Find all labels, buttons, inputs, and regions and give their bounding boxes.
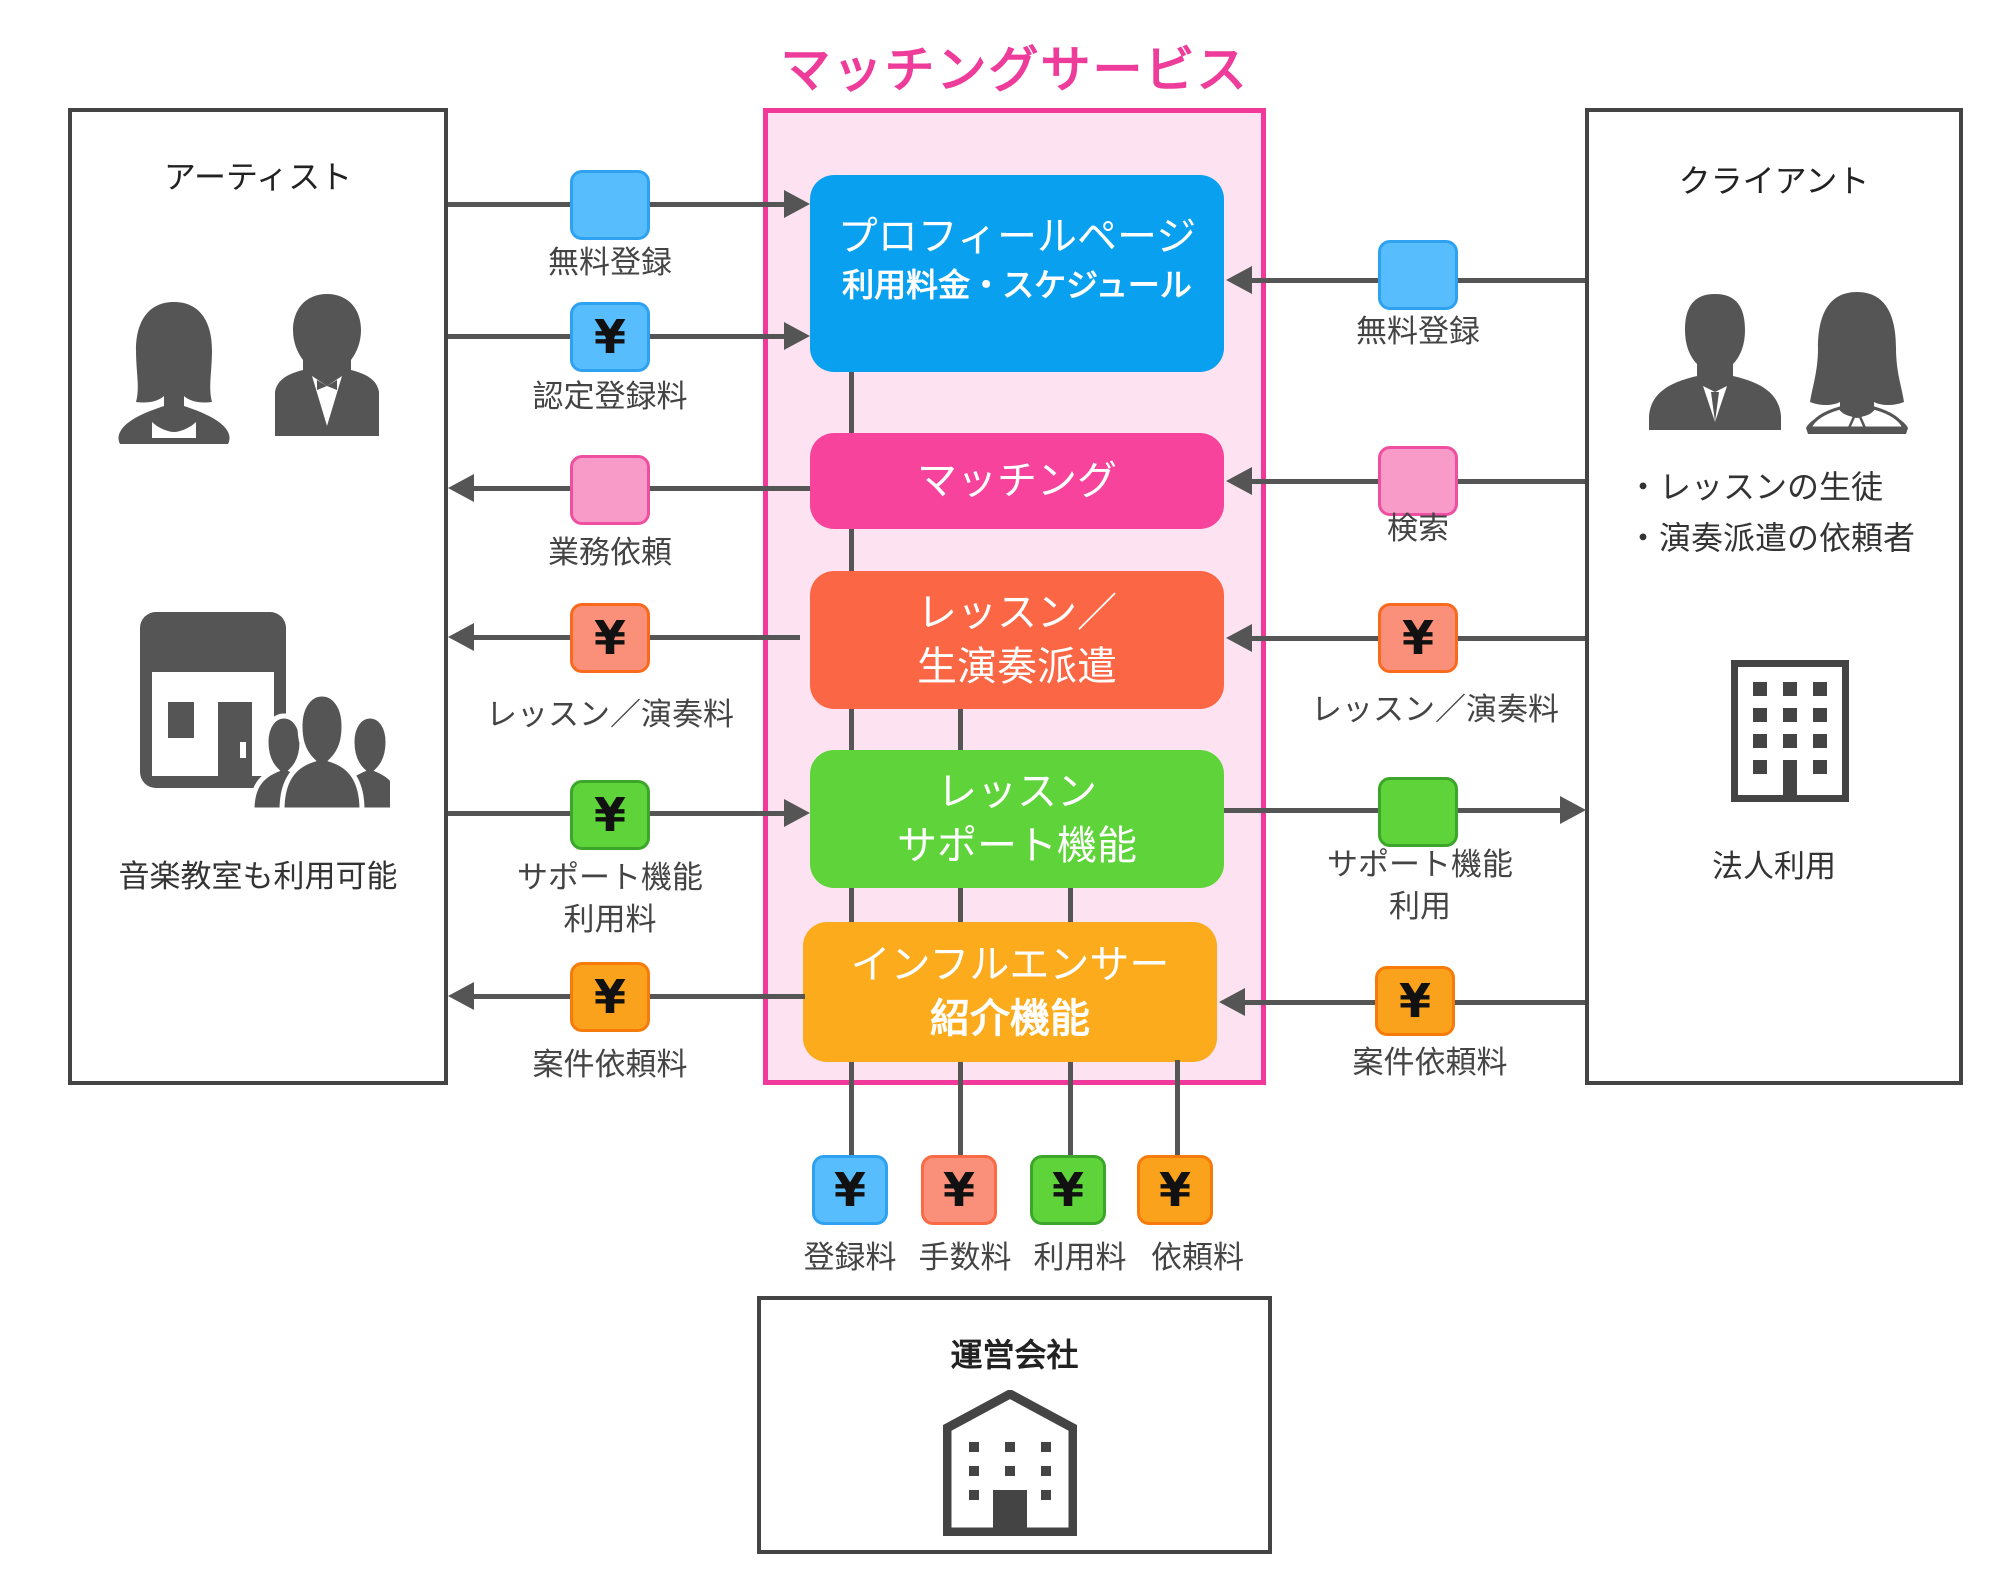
free-registration-chip: [570, 170, 650, 240]
arrow-left-icon: [1219, 988, 1245, 1016]
arrow-left-icon: [448, 982, 474, 1010]
influencer-line: 紹介機能: [930, 996, 1090, 1042]
lesson-support-line: サポート機能: [897, 823, 1137, 869]
lesson-dispatch-line: レッスン／: [917, 590, 1117, 636]
artist-heading: アーティスト: [163, 158, 353, 196]
flow-label: レッスン／演奏料: [486, 697, 734, 733]
lesson-dispatch-block[interactable]: レッスン／ 生演奏派遣: [810, 571, 1224, 709]
influencer-block[interactable]: インフルエンサー 紹介機能: [803, 922, 1217, 1062]
flow-label-line: 利用料: [563, 901, 657, 938]
revenue-label: 登録料: [803, 1240, 897, 1276]
music-school-icon: [140, 612, 390, 812]
lesson-dispatch-line: 生演奏派遣: [917, 644, 1117, 690]
yen-icon: ¥: [593, 788, 626, 842]
arrow-right-icon: [1560, 796, 1586, 824]
arrow-left-icon: [448, 623, 474, 651]
client-bullet: ・レッスンの生徒: [1627, 468, 1884, 506]
revenue-line: [1068, 1080, 1073, 1170]
arrow-right-icon: [784, 799, 810, 827]
lesson-support-block[interactable]: レッスン サポート機能: [810, 750, 1224, 888]
matching-block[interactable]: マッチング: [810, 433, 1224, 529]
operator-heading: 運営会社: [950, 1336, 1079, 1374]
client-heading: クライアント: [1678, 162, 1870, 200]
revenue-label: 利用料: [1033, 1240, 1127, 1276]
revenue-label: 依頼料: [1151, 1240, 1244, 1276]
flow-label-line: サポート機能: [517, 860, 703, 896]
client-bullet: ・演奏派遣の依頼者: [1627, 519, 1916, 558]
yen-icon: ¥: [833, 1163, 866, 1217]
work-request-chip: [570, 455, 650, 525]
revenue-line: [958, 1080, 963, 1170]
flow-label-line: 利用: [1389, 888, 1451, 925]
flow-label: サポート機能 利用: [1300, 845, 1540, 929]
artist-box: アーティスト 音楽教室も利用可能: [68, 108, 448, 1085]
operator-box: 運営会社: [757, 1296, 1272, 1554]
service-title: マッチングサービス: [780, 41, 1249, 99]
client-box: クライアント ・レッスンの生徒 ・演奏派遣の依頼者 法人利用: [1585, 108, 1963, 1085]
flow-label: 業務依頼: [548, 535, 672, 571]
revenue-line: [849, 1080, 854, 1170]
yen-chip: ¥: [1375, 966, 1455, 1036]
flow-label: レッスン／演奏料: [1311, 692, 1559, 728]
music-school-note: 音楽教室も利用可能: [118, 859, 398, 895]
arrow-left-icon: [1226, 467, 1252, 495]
yen-icon: ¥: [1051, 1163, 1084, 1217]
arrow-left-icon: [1226, 266, 1252, 294]
yen-chip: ¥: [570, 603, 650, 673]
female-artist-icon: [118, 302, 230, 444]
arrow-left-icon: [1226, 624, 1252, 652]
flow-label: 検索: [1387, 511, 1449, 547]
flow-label: サポート機能 利用料: [490, 858, 730, 942]
flow-label: 案件依頼料: [532, 1047, 688, 1083]
female-client-icon: [1806, 292, 1908, 434]
yen-icon: ¥: [942, 1163, 975, 1217]
profile-block-line: プロフィールページ: [837, 213, 1197, 260]
matching-block-line: マッチング: [917, 458, 1117, 504]
yen-icon: ¥: [1401, 611, 1434, 665]
revenue-chip-request: ¥: [1137, 1155, 1213, 1225]
flow-label: 無料登録: [548, 245, 672, 281]
yen-chip: ¥: [1378, 603, 1458, 673]
yen-icon: ¥: [593, 611, 626, 665]
corporate-use-label: 法人利用: [1712, 849, 1836, 885]
support-use-chip: [1378, 777, 1458, 847]
company-building-icon: [943, 1390, 1077, 1536]
influencer-line: インフルエンサー: [850, 942, 1170, 988]
revenue-chip-usage: ¥: [1030, 1155, 1106, 1225]
revenue-label: 手数料: [918, 1240, 1012, 1276]
yen-chip: ¥: [570, 962, 650, 1032]
revenue-line: [1175, 1060, 1180, 1170]
search-chip: [1378, 446, 1458, 516]
male-artist-icon: [275, 294, 379, 436]
office-building-icon: [1731, 660, 1849, 802]
arrow-right-icon: [784, 322, 810, 350]
yen-icon: ¥: [593, 310, 626, 364]
arrow-right-icon: [784, 190, 810, 218]
flow-label: 認定登録料: [532, 379, 688, 415]
arrow-left-icon: [448, 474, 474, 502]
profile-page-block[interactable]: プロフィールページ 利用料金・スケジュール: [810, 175, 1224, 372]
flow-label: 無料登録: [1356, 314, 1480, 350]
revenue-chip-commission: ¥: [921, 1155, 997, 1225]
revenue-chip-registration: ¥: [812, 1155, 888, 1225]
profile-block-line: 利用料金・スケジュール: [842, 265, 1192, 304]
yen-icon: ¥: [593, 970, 626, 1024]
yen-icon: ¥: [1398, 974, 1431, 1028]
flow-label-line: サポート機能: [1327, 847, 1513, 883]
yen-chip: ¥: [570, 780, 650, 850]
free-registration-chip: [1378, 240, 1458, 310]
yen-icon: ¥: [1158, 1163, 1191, 1217]
lesson-support-line: レッスン: [937, 769, 1097, 815]
client-bullets: ・レッスンの生徒 ・演奏派遣の依頼者: [1627, 462, 1915, 564]
yen-chip: ¥: [570, 302, 650, 372]
flow-label: 案件依頼料: [1352, 1045, 1508, 1081]
male-client-icon: [1649, 294, 1781, 430]
